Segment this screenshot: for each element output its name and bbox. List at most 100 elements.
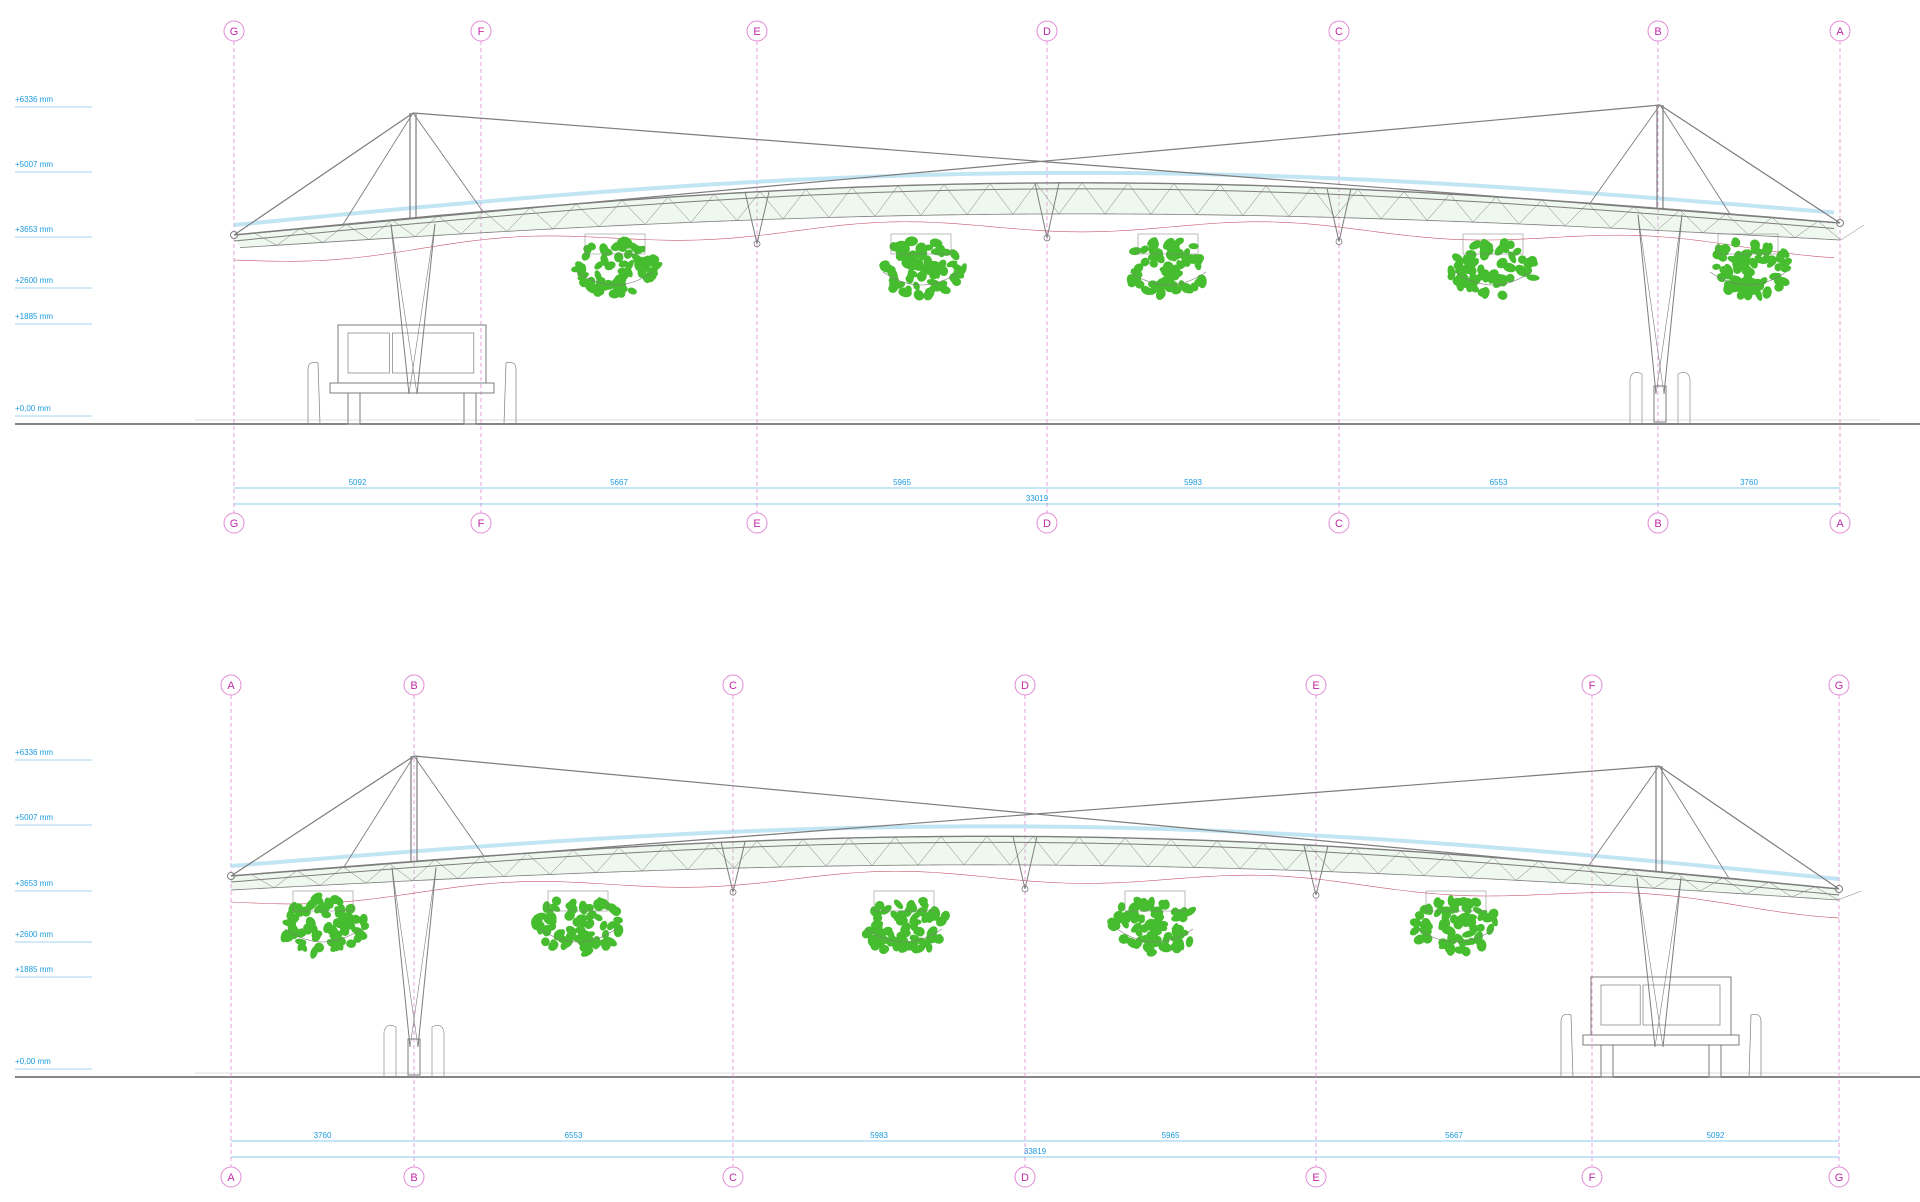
axis-bubble-g: G <box>1828 674 1850 696</box>
axis-bubble-e: E <box>746 512 768 534</box>
leaf <box>872 919 883 932</box>
node-joint <box>753 240 761 248</box>
leaf <box>1130 912 1139 924</box>
span-dimension: 6553 <box>565 1131 583 1140</box>
web-diagonal <box>457 856 482 879</box>
axis-label: B <box>410 680 417 692</box>
leaf <box>1754 287 1763 301</box>
leaf <box>1515 264 1528 277</box>
axis-circle <box>1828 1166 1850 1188</box>
support-leg <box>391 867 411 1048</box>
support-leg <box>390 223 410 395</box>
web-diagonal <box>1173 183 1198 215</box>
leaf <box>1491 274 1504 285</box>
leaf <box>1133 896 1144 907</box>
leaf <box>861 929 871 939</box>
plant-foliage <box>1709 233 1792 301</box>
leaf <box>343 912 355 923</box>
top-chord-inner <box>233 188 1835 242</box>
web-diagonal <box>1170 839 1195 868</box>
support-brace <box>1637 214 1665 395</box>
span-dimension: 5965 <box>893 478 911 487</box>
leaf <box>321 910 332 919</box>
level-label: +6336 mm <box>15 748 53 757</box>
stay-cable <box>1658 765 1840 890</box>
web-diagonal <box>851 187 876 217</box>
axis-circle <box>1328 20 1350 42</box>
leaf <box>1524 257 1538 267</box>
axis-label: D <box>1043 518 1051 530</box>
support-brace <box>408 223 436 395</box>
web-diagonal <box>1377 850 1402 874</box>
web-diagonal <box>1725 213 1750 236</box>
plant-foliage <box>1107 890 1197 957</box>
leaf <box>1149 259 1158 268</box>
leaf <box>314 896 324 906</box>
axis-bubble-a: A <box>1829 20 1851 42</box>
support-brace <box>1655 214 1683 395</box>
leaf <box>541 937 550 947</box>
web-diagonal <box>460 211 485 235</box>
web-diagonal <box>1193 840 1218 868</box>
web-diagonal <box>276 228 301 246</box>
web-diagonal <box>595 847 620 873</box>
axis-circle <box>746 20 768 42</box>
leaf <box>1139 903 1152 912</box>
leaf <box>585 284 597 294</box>
web-diagonal <box>1607 868 1632 886</box>
web-diagonal <box>779 839 804 868</box>
span-dimension: 5965 <box>1162 1131 1180 1140</box>
axis-bubble-e: E <box>1305 674 1327 696</box>
leaf <box>1476 939 1487 952</box>
web-diagonal <box>1679 209 1704 233</box>
leaf <box>551 896 562 906</box>
node-joint <box>1335 238 1343 245</box>
web-diagonal <box>1817 220 1842 241</box>
leaf <box>1171 943 1182 954</box>
leaf <box>1113 910 1123 920</box>
leaf <box>1518 255 1527 264</box>
stay-cable <box>233 104 1661 236</box>
axis-label: D <box>1021 680 1029 692</box>
stay-cable <box>230 755 415 877</box>
web-diagonal <box>940 836 965 866</box>
leaf <box>359 913 368 927</box>
web-diagonal <box>1768 881 1793 898</box>
axis-label: A <box>227 1172 235 1184</box>
truck-chassis <box>329 382 495 394</box>
web-diagonal <box>1426 193 1451 221</box>
leaf <box>337 903 346 914</box>
leaf <box>1453 259 1464 270</box>
web-diagonal <box>618 847 643 872</box>
leaf <box>592 940 602 949</box>
web-diagonal <box>1541 199 1566 227</box>
node-strut <box>720 841 734 893</box>
leaf <box>1146 923 1158 932</box>
leaf <box>594 284 606 295</box>
axis-bubble-g: G <box>223 20 245 42</box>
mast <box>230 755 1840 1077</box>
web-diagonal <box>897 185 922 216</box>
leaf <box>286 909 295 920</box>
planter-frame <box>584 233 646 255</box>
leaf <box>909 918 922 926</box>
level-label: +2600 mm <box>15 930 53 939</box>
leaf <box>1185 936 1194 948</box>
web-diagonal <box>1012 182 1037 215</box>
web-diagonal <box>529 207 554 230</box>
leaf <box>949 249 960 261</box>
planter-basket <box>576 271 654 286</box>
web-diagonal <box>483 211 508 232</box>
leaf <box>1762 242 1771 252</box>
leg-footing <box>1653 385 1667 423</box>
leaf <box>1155 923 1168 932</box>
leaf <box>1148 933 1158 941</box>
leaf <box>1433 905 1444 918</box>
solar-panels <box>230 824 1840 881</box>
axis-label: D <box>1043 26 1051 38</box>
leaf <box>329 937 339 948</box>
node-strut <box>744 191 758 244</box>
leaf <box>870 906 879 917</box>
level-label: +5007 mm <box>15 813 53 822</box>
